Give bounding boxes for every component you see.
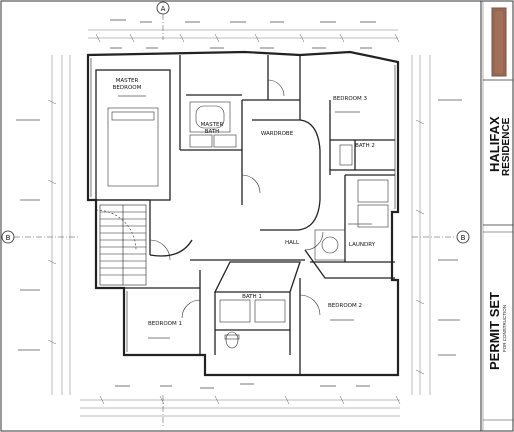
room-master-bath: MASTER <box>201 122 224 128</box>
interior-walls <box>95 55 395 375</box>
room-wardrobe: WARDROBE <box>261 131 294 137</box>
room-bedroom-1: BEDROOM 1 <box>148 321 182 327</box>
permit-set-label: PERMIT SET <box>487 291 502 370</box>
room-labels: MASTER BEDROOM MASTER BATH WARDROBE BEDR… <box>113 78 376 327</box>
permit-set-sub: FOR CONSTRUCTION <box>502 305 507 352</box>
room-bedroom-2: BEDROOM 2 <box>328 303 362 309</box>
room-master-bedroom: MASTER <box>116 78 139 84</box>
annotations <box>16 19 462 389</box>
stair <box>99 204 147 286</box>
room-hall: HALL <box>285 240 300 246</box>
room-bath-2: BATH 2 <box>355 143 375 149</box>
grid-b-right-label: B <box>461 234 466 242</box>
room-master-bath-2: BATH <box>205 129 220 135</box>
firm-logo <box>491 7 507 77</box>
grid-b-left-label: B <box>6 234 11 242</box>
room-master-bedroom-2: BEDROOM <box>113 85 142 91</box>
grid-line-b: B B <box>1 230 470 244</box>
grid-a-label: A <box>161 5 166 13</box>
room-bedroom-3: BEDROOM 3 <box>333 96 367 102</box>
exterior-walls <box>86 50 400 377</box>
room-laundry: LAUNDRY <box>349 242 376 248</box>
room-bath-1: BATH 1 <box>242 294 262 300</box>
project-sub: RESIDENCE <box>501 117 512 176</box>
project-name: HALIFAX <box>487 116 502 172</box>
dimension-lines <box>47 29 431 417</box>
grid-line-a: A <box>156 1 170 428</box>
fixtures <box>95 79 389 349</box>
